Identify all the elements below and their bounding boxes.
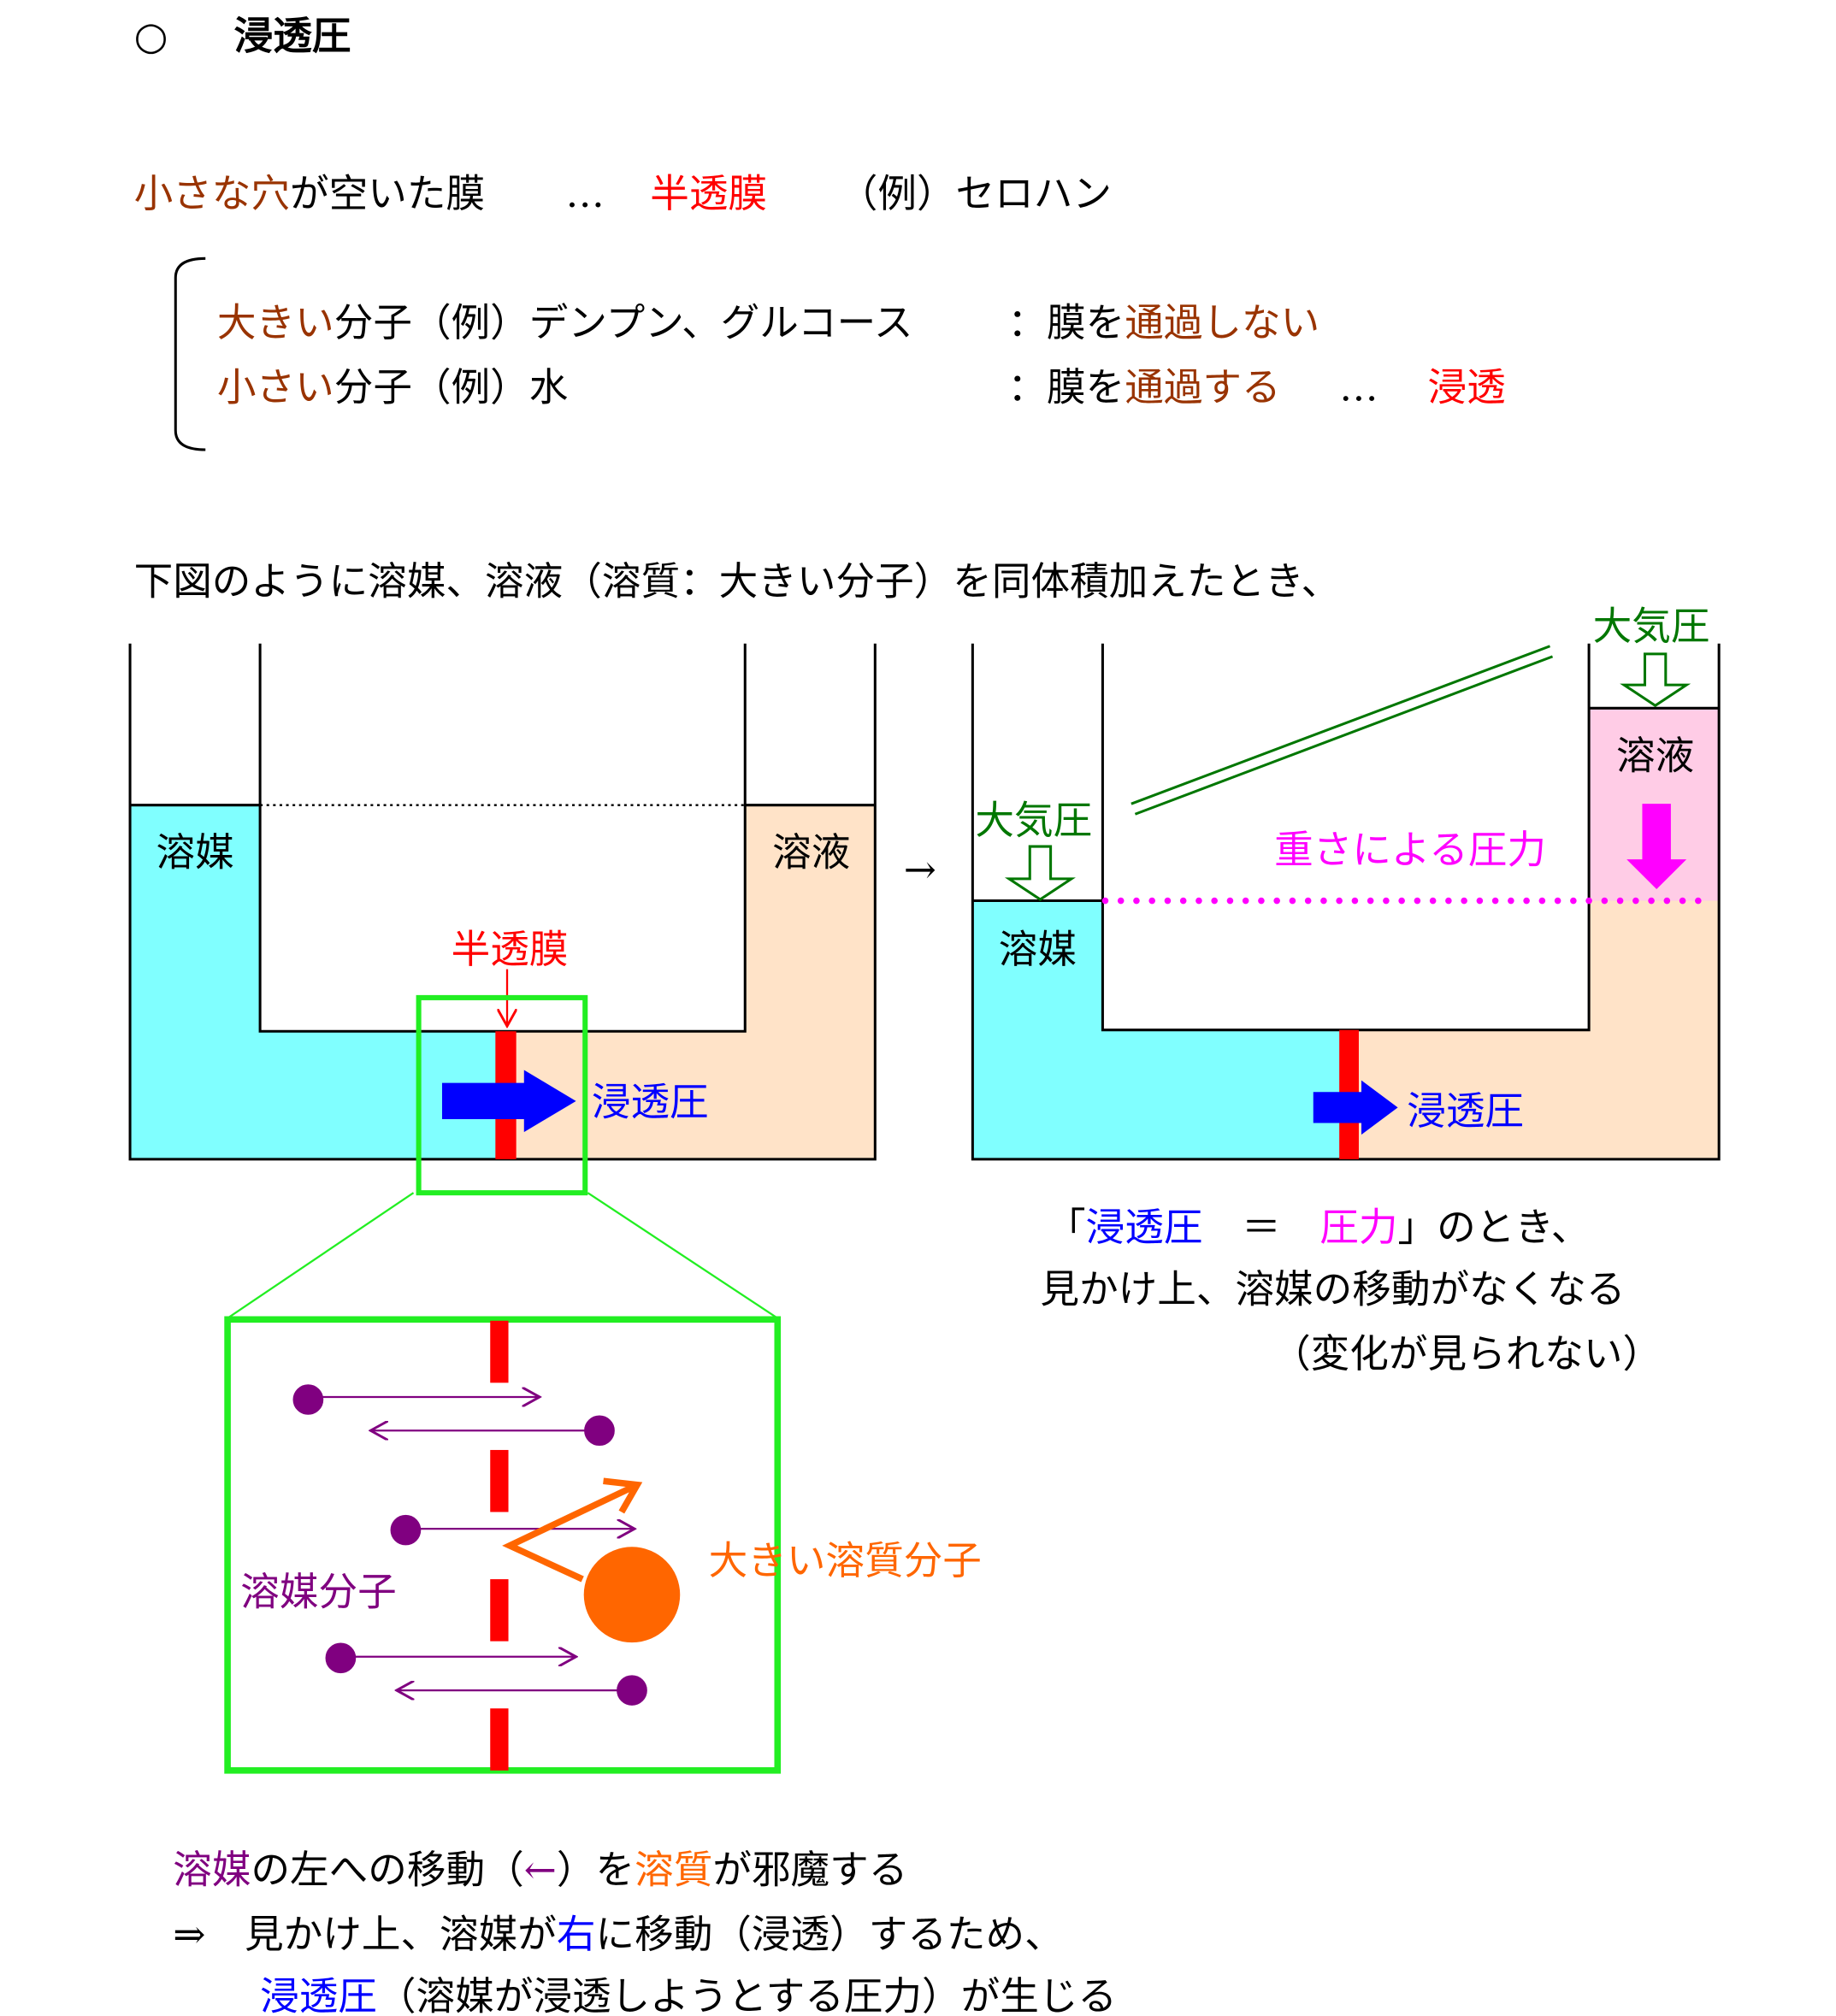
left-diagram: 浸透圧 半透膜 溶媒 溶液 — [128, 643, 877, 1319]
conclusion-line-3: （変化が見られない） — [1272, 1331, 1662, 1376]
membrane-label: 半透膜 — [452, 927, 569, 972]
case-large-molecule: 大きい分子（例）デンプン、グルコース：膜を通過しない — [217, 300, 1319, 345]
lead-text: 下図のように溶媒、溶液（溶質：大きい分子）を同体積加えたとき、 — [134, 558, 1341, 604]
atm-arrow-right-icon — [1620, 652, 1691, 708]
osmotic-arrow-icon — [441, 1070, 576, 1133]
solute-molecule-label: 大きい溶質分子 — [709, 1538, 982, 1583]
intro-line: 小さな穴が空いた膜…半透膜（例）セロハン — [134, 171, 1112, 216]
osmotic-label: 浸透圧 — [1407, 1088, 1524, 1134]
solution-fill — [505, 805, 876, 1159]
weight-arrow-icon — [1626, 804, 1687, 889]
page-title: 浸透圧 — [234, 13, 351, 59]
conclusion-line-2: 見かけ上、溶媒の移動がなくなる — [1040, 1267, 1625, 1312]
solvent-label: 溶媒 — [156, 830, 233, 875]
solution-label: 溶液 — [1616, 733, 1694, 778]
atm-arrow-left-icon — [1004, 845, 1076, 901]
summary-line-2: ⇒ 見かけ上、溶媒が右に移動（浸透）するため、 — [173, 1912, 1064, 1957]
solvent-molecule — [325, 1642, 357, 1674]
solution-label: 溶液 — [772, 830, 850, 875]
summary-line-3: 浸透圧（溶媒が浸透しようとする圧力）が生じる — [260, 1974, 1117, 2016]
zoom-region-box — [416, 994, 588, 1196]
solvent-molecule — [390, 1514, 422, 1546]
zoomed-membrane-view: 大きい溶質分子 溶媒分子 — [224, 1316, 982, 1774]
atm-pressure-right-label: 大気圧 — [1593, 604, 1710, 649]
solvent-label: 溶媒 — [999, 927, 1077, 972]
title-bullet: ○ — [134, 14, 168, 59]
brace — [174, 256, 206, 451]
case-small-molecule: 小さい分子（例）水：膜を通過する…浸透 — [217, 365, 1506, 410]
transition-arrow: → — [904, 847, 936, 893]
right-diagram: 浸透圧 溶媒 溶液 重さによる圧力 大気圧 大気圧 — [971, 604, 1721, 1161]
solute-molecule — [583, 1547, 681, 1643]
conclusion-line-1: 「浸透圧 ＝ 圧力」のとき、 — [1047, 1205, 1590, 1250]
solvent-fill — [130, 805, 506, 1159]
atm-pressure-left-label: 大気圧 — [975, 798, 1092, 843]
bounce-arrow-icon — [502, 1477, 643, 1583]
solvent-molecule-label: 溶媒分子 — [240, 1569, 396, 1614]
osmotic-label: 浸透圧 — [592, 1080, 709, 1125]
summary-line-1: 溶媒の左への移動（←）を溶質が邪魔する — [173, 1847, 907, 1892]
weight-pressure-label: 重さによる圧力 — [1274, 828, 1546, 873]
membrane-segments — [490, 1320, 509, 1771]
osmotic-arrow-icon — [1313, 1080, 1398, 1135]
solvent-molecule — [292, 1384, 324, 1415]
